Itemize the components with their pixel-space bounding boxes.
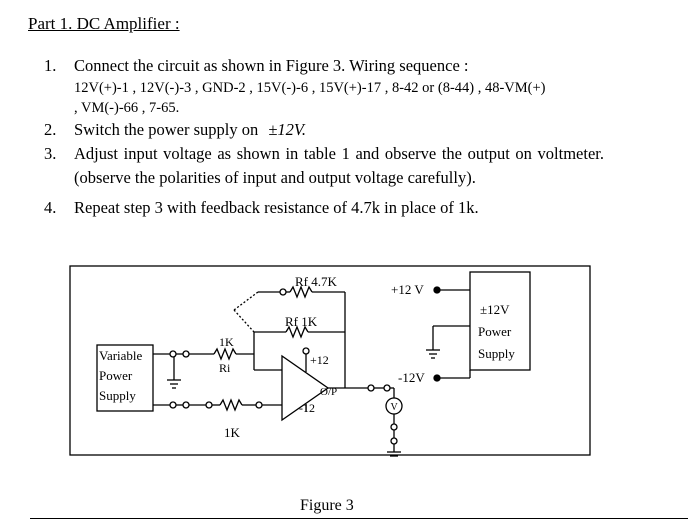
resistor-rf-4.7k xyxy=(289,285,313,299)
var-supply-line: Power xyxy=(99,368,133,383)
step-1: 1. Connect the circuit as shown in Figur… xyxy=(44,54,604,118)
step-4: 4. Repeat step 3 with feedback resistanc… xyxy=(44,196,604,220)
pm-supply-line: ±12V xyxy=(480,302,510,317)
wiring-sequence-line: 12V(+)-1 , 12V(-)-3 , GND-2 , 15V(-)-6 ,… xyxy=(74,80,546,96)
ri-label: Ri xyxy=(219,361,231,375)
step-text: Connect the circuit as shown in Figure 3… xyxy=(74,56,469,75)
step-text: Switch the power supply on xyxy=(74,120,259,139)
step-text: Adjust input voltage as shown in table 1… xyxy=(74,144,604,187)
supply-voltage: ±12V. xyxy=(268,120,306,139)
var-supply-line: Supply xyxy=(99,388,136,403)
plus12v-label: +12 V xyxy=(391,282,424,297)
bottom-resistor-label: 1K xyxy=(224,425,241,440)
figure-caption: Figure 3 xyxy=(300,497,354,514)
instruction-list: 1. Connect the circuit as shown in Figur… xyxy=(44,54,604,220)
resistor-bottom-1k xyxy=(219,398,243,412)
ri-value-label: 1K xyxy=(219,335,234,349)
step-2: 2. Switch the power supply on ±12V. xyxy=(44,118,604,142)
step-number: 1. xyxy=(44,56,57,75)
resistor-ri xyxy=(213,347,237,361)
step-number: 4. xyxy=(44,198,57,217)
dual-power-supply-box xyxy=(469,271,531,371)
section-heading: Part 1. DC Amplifier : xyxy=(28,14,180,33)
step-number: 2. xyxy=(44,120,57,139)
pm-supply-line: Supply xyxy=(478,346,515,361)
opamp-minus12-label: -12 xyxy=(299,401,315,415)
step-number: 3. xyxy=(44,144,57,163)
output-label: O/P xyxy=(320,386,337,398)
rf-1k-label: Rf 1K xyxy=(285,314,318,329)
pm-supply-line: Power xyxy=(478,324,512,339)
rf-4.7k-label: Rf 4.7K xyxy=(295,274,338,289)
voltmeter-label: V xyxy=(391,402,399,413)
wiring-sequence-line: , VM(-)-66 , 7-65. xyxy=(74,100,180,116)
opamp-plus12-label: +12 xyxy=(310,353,329,367)
step-3: 3. Adjust input voltage as shown in tabl… xyxy=(44,142,604,190)
op-amp-triangle xyxy=(281,354,330,422)
resistor-rf-1k xyxy=(285,325,309,339)
minus12v-label: -12V xyxy=(398,370,425,385)
variable-power-supply-box xyxy=(96,344,154,412)
figure-frame xyxy=(69,265,591,456)
step-text: Repeat step 3 with feedback resistance o… xyxy=(74,198,479,217)
var-supply-line: Variable xyxy=(99,348,143,363)
